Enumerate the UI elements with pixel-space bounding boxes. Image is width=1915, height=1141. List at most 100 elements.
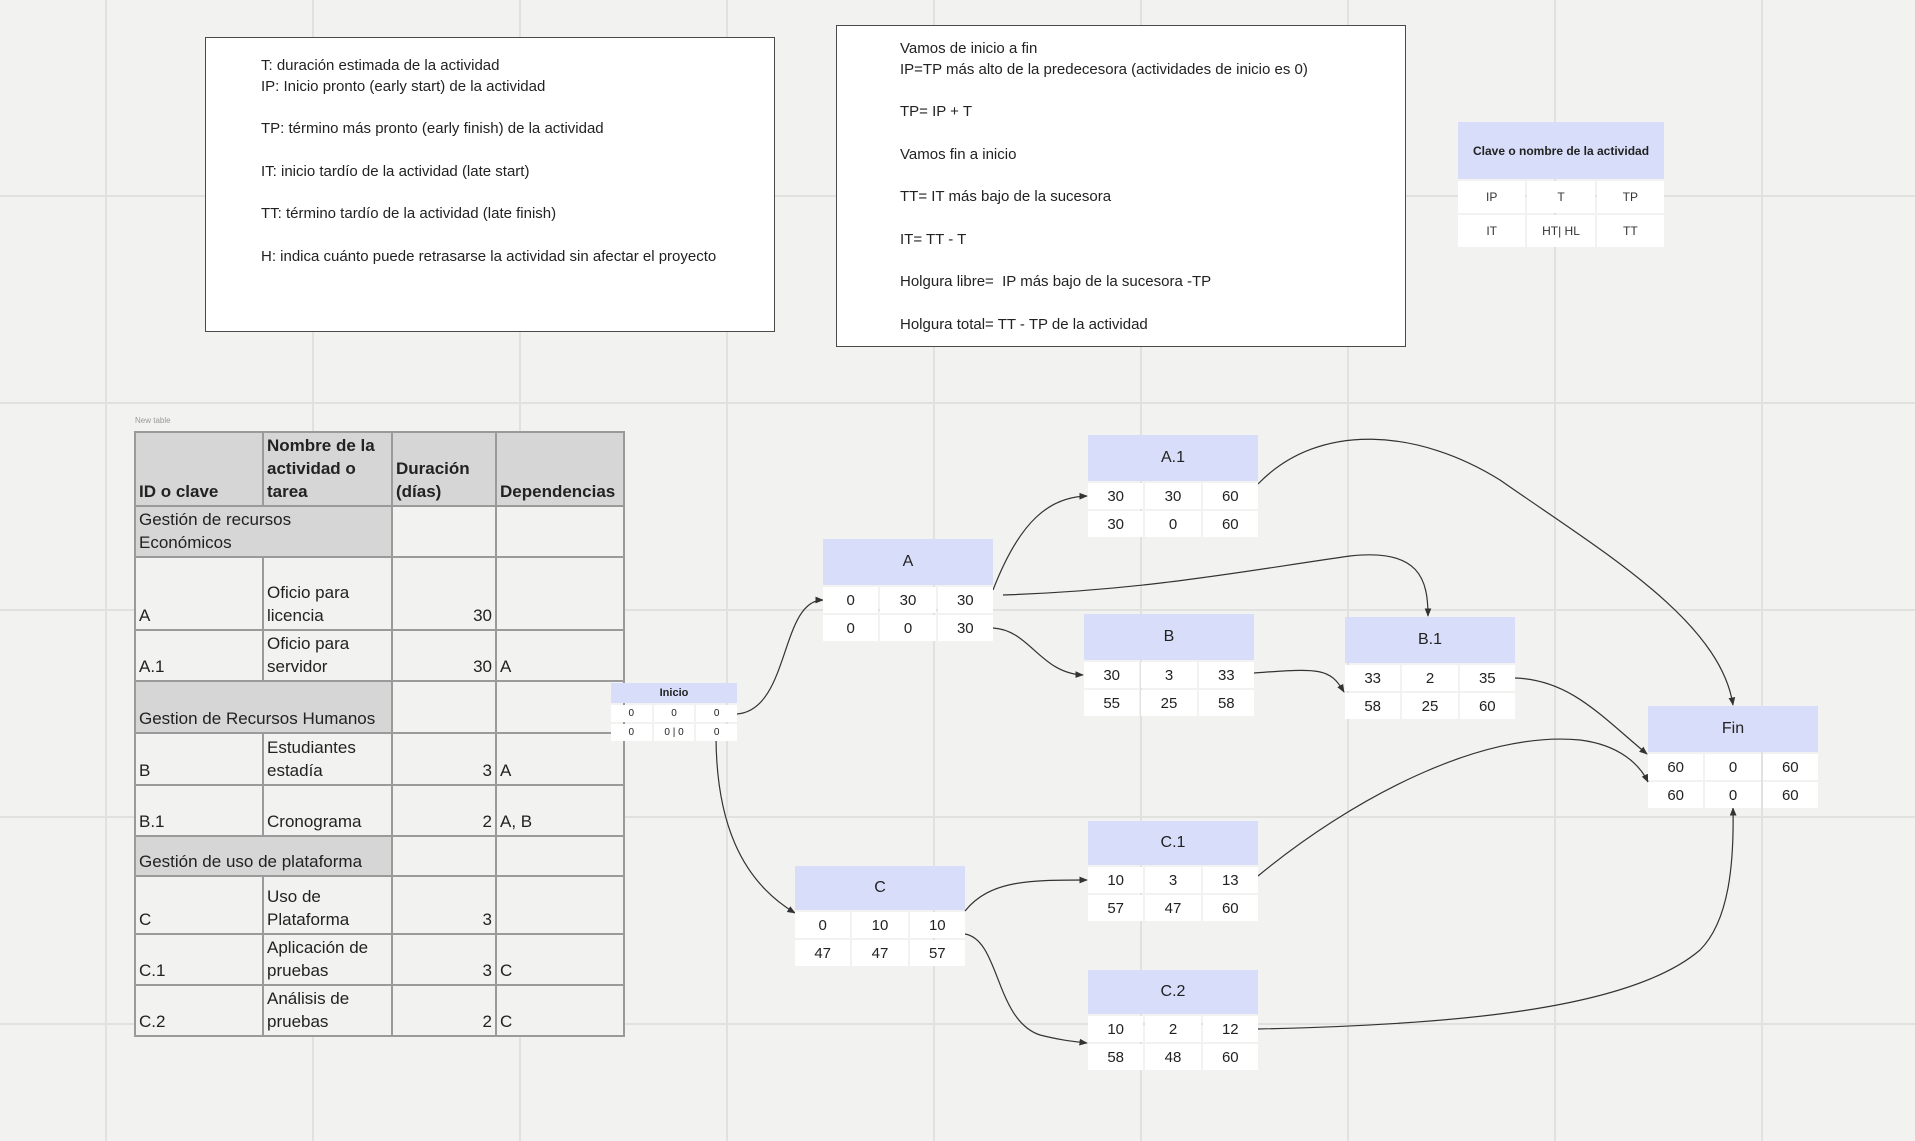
group-row-label: Gestión de uso de plataforma (134, 835, 393, 877)
table-cell (495, 505, 625, 558)
node-t: 0 (653, 705, 695, 722)
header-name: Nombre de la actividad o tarea (262, 431, 393, 507)
node-title: Inicio (611, 683, 737, 703)
group-row-label: Gestión de recursos Económicos (134, 505, 393, 558)
note-line: TT: término tardío de la actividad (late… (261, 205, 557, 222)
edge-b-b1 (1253, 669, 1345, 693)
node-h: 48 (1145, 1044, 1201, 1070)
cell-id: A.1 (134, 629, 264, 682)
node-b1[interactable]: B.1 33 2 35 58 25 60 (1345, 617, 1515, 719)
cell-dependencies: A (495, 732, 625, 786)
rules-note[interactable]: Vamos de inicio a fin IP=TP más alto de … (836, 25, 1406, 347)
node-it: 30 (1088, 511, 1144, 537)
node-ip: 33 (1345, 665, 1401, 691)
node-ip: 0 (795, 912, 851, 938)
edge-b1-fin (1514, 677, 1648, 755)
node-ip: 0 (611, 705, 652, 722)
legend-cell: HT| HL (1527, 215, 1595, 247)
node-tt: 30 (937, 615, 993, 641)
node-title: A (823, 539, 993, 585)
node-a1[interactable]: A.1 30 30 60 30 0 60 (1088, 435, 1258, 537)
edge-inicio-c (715, 734, 796, 914)
node-h: 25 (1402, 693, 1458, 719)
note-line: T: duración estimada de la actividad (261, 57, 500, 74)
edge-c-c2 (964, 933, 1088, 1046)
note-line: IP: Inicio pronto (early start) de la ac… (261, 78, 546, 95)
node-tt: 60 (1202, 895, 1258, 921)
node-h: 0 (1705, 782, 1761, 808)
node-b[interactable]: B 30 3 33 55 25 58 (1084, 614, 1254, 716)
node-c1[interactable]: C.1 10 3 13 57 47 60 (1088, 821, 1258, 921)
header-dependencies: Dependencias (495, 431, 625, 507)
node-h: 25 (1141, 690, 1197, 716)
node-ip: 0 (823, 587, 879, 613)
node-it: 58 (1345, 693, 1401, 719)
table-cell (495, 680, 625, 734)
note-line: IT= TT - T (900, 231, 967, 248)
note-line: Vamos fin a inicio (900, 146, 1017, 163)
cell-id: B (134, 732, 264, 786)
cell-dependencies (495, 556, 625, 631)
node-h: 47 (1145, 895, 1201, 921)
node-t: 30 (1145, 483, 1201, 509)
node-legend[interactable]: Clave o nombre de la actividad IP T TP I… (1458, 122, 1664, 247)
node-tt: 60 (1202, 511, 1258, 537)
node-title: A.1 (1088, 435, 1258, 481)
cell-dependencies: C (495, 984, 625, 1037)
node-c2[interactable]: C.2 10 2 12 58 48 60 (1088, 970, 1258, 1070)
table-caption: New table (135, 416, 171, 425)
header-duration: Duración (días) (391, 431, 497, 507)
edge-inicio-a (736, 596, 824, 715)
legend-cell: IP (1458, 181, 1526, 213)
table-cell (391, 680, 497, 734)
note-line: IP=TP más alto de la predecesora (activi… (900, 61, 1308, 78)
node-ip: 60 (1648, 754, 1704, 780)
header-id: ID o clave (134, 431, 264, 507)
node-tt: 60 (1202, 1044, 1258, 1070)
node-t: 10 (852, 912, 908, 938)
node-it: 58 (1088, 1044, 1144, 1070)
cell-dependencies: A (495, 629, 625, 682)
cell-dependencies (495, 875, 625, 935)
cell-id: B.1 (134, 784, 264, 837)
group-row-label: Gestion de Recursos Humanos (134, 680, 393, 734)
cell-duration: 30 (391, 629, 497, 682)
note-line: Holgura total= TT - TP de la actividad (900, 316, 1148, 333)
cell-duration: 3 (391, 875, 497, 935)
table-cell (391, 835, 497, 877)
node-it: 55 (1084, 690, 1140, 716)
cell-name: Cronograma (262, 784, 393, 837)
node-title: C.1 (1088, 821, 1258, 865)
node-inicio[interactable]: Inicio 0 0 0 0 0 | 0 0 (611, 683, 738, 741)
node-c[interactable]: C 0 10 10 47 47 57 (795, 866, 965, 966)
note-line: H: indica cuánto puede retrasarse la act… (261, 248, 717, 265)
node-tp: 12 (1202, 1016, 1258, 1042)
note-line: TP= IP + T (900, 103, 972, 120)
table-cell (391, 505, 497, 558)
cell-name: Aplicación de pruebas (262, 933, 393, 986)
node-it: 57 (1088, 895, 1144, 921)
cell-dependencies: A, B (495, 784, 625, 837)
node-tp: 10 (909, 912, 965, 938)
note-line: TP: término más pronto (early finish) de… (261, 120, 604, 137)
note-line: IT: inicio tardío de la actividad (late … (261, 163, 530, 180)
node-t: 0 (1705, 754, 1761, 780)
cell-duration: 3 (391, 933, 497, 986)
cell-id: C (134, 875, 264, 935)
cell-duration: 3 (391, 732, 497, 786)
node-fin[interactable]: Fin 60 0 60 60 0 60 (1648, 706, 1818, 808)
legend-cell: TT (1596, 215, 1664, 247)
node-h: 0 | 0 (653, 724, 695, 741)
node-ip: 30 (1088, 483, 1144, 509)
node-tp: 35 (1459, 665, 1515, 691)
note-line: TT= IT más bajo de la sucesora (900, 188, 1112, 205)
node-title: B (1084, 614, 1254, 660)
node-tt: 58 (1198, 690, 1254, 716)
cell-dependencies: C (495, 933, 625, 986)
activity-table[interactable]: ID o clave Nombre de la actividad o tare… (134, 431, 625, 1037)
edge-c-c1 (964, 876, 1088, 912)
definitions-note[interactable]: T: duración estimada de la actividad IP:… (205, 37, 775, 332)
node-a[interactable]: A 0 30 30 0 0 30 (823, 539, 993, 641)
node-tt: 0 (696, 724, 738, 741)
node-it: 47 (795, 940, 851, 966)
